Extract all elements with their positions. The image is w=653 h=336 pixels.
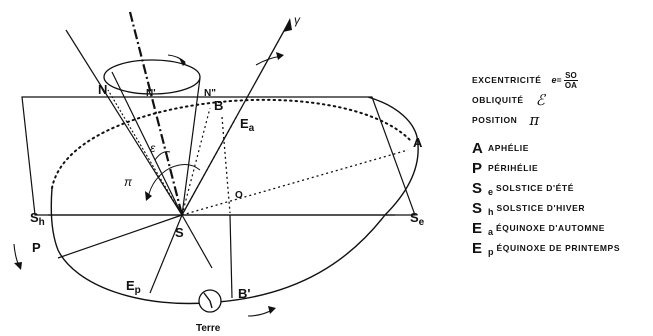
obliquite-label: OBLIQUITÉ: [472, 95, 524, 105]
pi-arc: [147, 164, 201, 199]
label-n-prime: N': [146, 88, 156, 99]
rotation-arrow-top: [167, 54, 186, 63]
label-sh-letter: S: [30, 210, 39, 225]
cone-line-right: [181, 77, 201, 216]
rotation-arrowhead-top: [179, 58, 186, 66]
label-b: B: [214, 98, 223, 113]
orbit-solid-lower: [50, 187, 386, 305]
label-se: Se: [410, 210, 425, 228]
minor-axis-dotted: [221, 116, 231, 214]
cone-line-left: [111, 71, 183, 216]
bottom-rotation-arrowhead: [268, 306, 276, 314]
label-ea-letter: E: [240, 116, 249, 131]
entry-subscript: h: [488, 207, 494, 217]
orbit-upper-dotted: [51, 98, 411, 189]
position-symbol: π: [529, 111, 540, 129]
legend-entry: P PÉRIHÉLIE: [472, 158, 650, 178]
label-terre: Terre: [196, 323, 221, 334]
entry-subscript: e: [488, 187, 494, 197]
label-ea: Ea: [240, 116, 255, 134]
label-sh: Sh: [30, 210, 45, 228]
entry-symbol: A: [472, 139, 483, 157]
fraction-denominator: OA: [564, 80, 577, 90]
gamma-rotation-arrowhead: [276, 52, 284, 60]
earth-symbol-hand-1: [203, 292, 211, 302]
label-epsilon: ε: [150, 141, 156, 155]
e-symbol: e: [551, 75, 557, 85]
label-ea-sub: a: [249, 123, 255, 134]
label-o: O: [235, 190, 243, 201]
entry-text: APHÉLIE: [488, 143, 530, 153]
eccentricity-fraction: SO OA: [564, 71, 578, 90]
label-pi: π: [124, 175, 133, 189]
label-p: P: [32, 240, 41, 255]
cone-inner-dotted: [107, 89, 183, 216]
entry-text: SOLSTICE D'HIVER: [496, 203, 586, 213]
legend-position: POSITION π: [472, 110, 650, 130]
entry-symbol: E: [472, 219, 483, 237]
legend-excentricite: EXCENTRICITÉ e = SO OA: [472, 70, 650, 90]
label-se-sub: e: [419, 217, 425, 228]
entry-subscript: p: [488, 247, 494, 257]
label-ep-letter: E: [126, 278, 135, 293]
precession-circle: [103, 59, 201, 95]
label-ep-sub: p: [135, 285, 141, 296]
label-gamma: γ: [294, 13, 301, 27]
pole-axis-dashdot: [128, 11, 184, 216]
excentricite-label: EXCENTRICITÉ: [472, 75, 542, 85]
label-b-prime: B': [238, 286, 250, 301]
line-s-p: [57, 214, 183, 259]
gamma-arrowhead: [283, 18, 292, 32]
legend-obliquite: OBLIQUITÉ ℰ: [472, 90, 650, 110]
entry-text: SOLSTICE D'ÉTÉ: [496, 183, 574, 193]
entry-text: ÉQUINOXE DE PRINTEMPS: [496, 243, 621, 253]
orbit-diagram: N N' N" B Ea A O Sh S Se P Ep B' Terre γ…: [13, 11, 425, 334]
left-rotation-arrowhead: [14, 262, 22, 270]
legend-entry: A APHÉLIE: [472, 138, 650, 158]
fraction-numerator: SO: [564, 70, 578, 81]
pi-arc-arrowhead: [145, 191, 152, 201]
equals-sign: =: [556, 75, 563, 85]
entry-symbol: E: [472, 239, 483, 257]
minor-axis-lower: [229, 214, 233, 299]
gamma-direction: [181, 19, 291, 216]
position-label: POSITION: [472, 115, 518, 125]
label-se-letter: S: [410, 210, 419, 225]
entry-symbol: S: [472, 199, 483, 217]
axis-solid-upper: [65, 29, 183, 216]
entry-text: ÉQUINOXE D'AUTOMNE: [496, 223, 606, 233]
line-s-ep: [149, 214, 183, 294]
earth-symbol-hand-2: [209, 300, 213, 309]
label-ep: Ep: [126, 278, 141, 296]
label-sh-sub: h: [39, 217, 45, 228]
label-a: A: [413, 135, 423, 150]
legend: EXCENTRICITÉ e = SO OA OBLIQUITÉ ℰ POSIT…: [472, 70, 650, 258]
entry-text: PÉRIHÉLIE: [488, 163, 539, 173]
label-s: S: [175, 225, 184, 240]
major-axis-dotted: [181, 149, 409, 216]
ecliptic-plane: [21, 96, 416, 216]
obliquite-symbol: ℰ: [535, 91, 545, 109]
entry-symbol: S: [472, 179, 483, 197]
orbit-solid-right: [367, 96, 419, 216]
axis-solid-lower: [181, 214, 213, 269]
obliquity-arc: [154, 151, 171, 161]
entry-subscript: a: [488, 227, 494, 237]
label-n: N: [98, 82, 107, 97]
label-n-double: N": [204, 88, 216, 99]
line-s-b: [181, 107, 211, 216]
entry-symbol: P: [472, 159, 483, 177]
